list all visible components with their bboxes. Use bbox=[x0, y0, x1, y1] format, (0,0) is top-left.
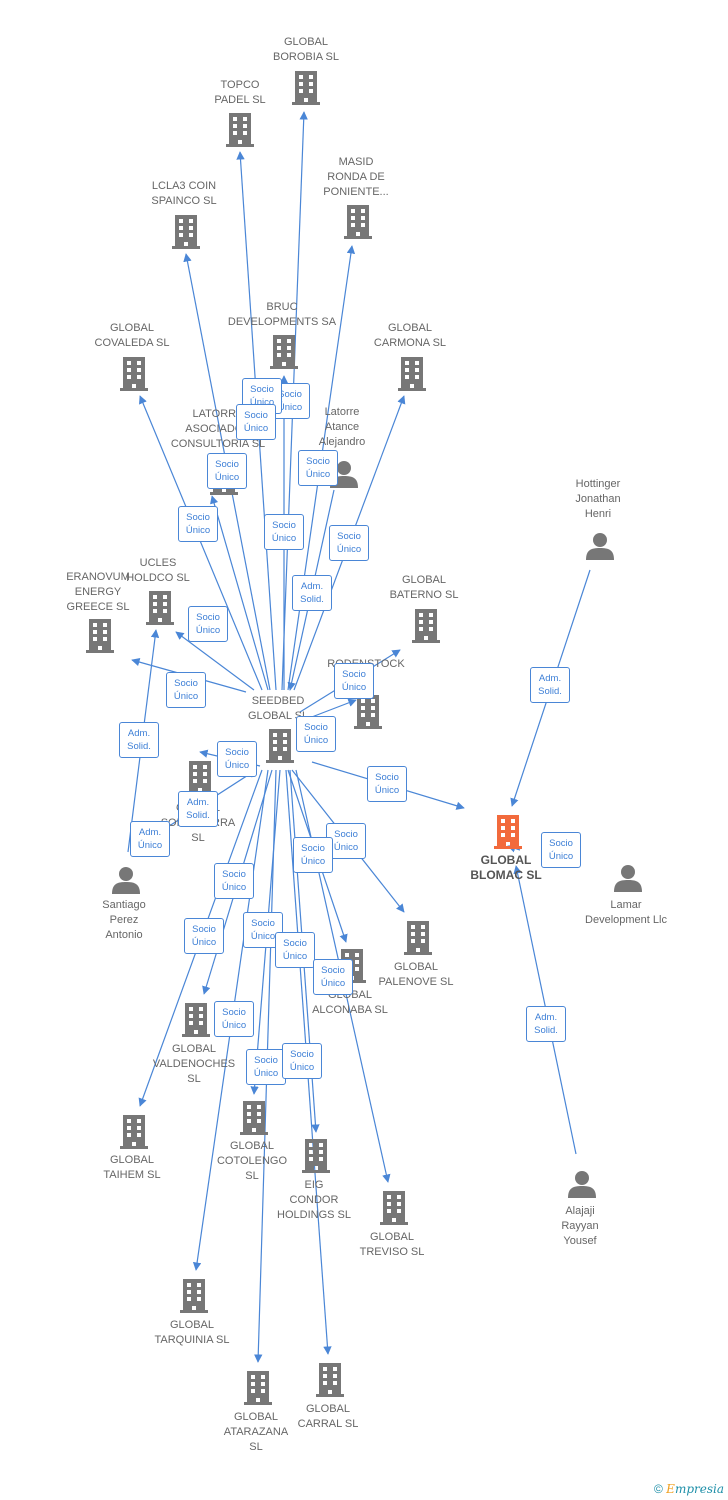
person-icon-alajaji[interactable] bbox=[568, 1171, 596, 1198]
relation-badge-seedbed-cotolengo[interactable]: Socio Único bbox=[243, 912, 283, 948]
relation-badge-santiago-somosierra[interactable]: Adm. Único bbox=[130, 821, 170, 857]
relation-badge-alajaji-blomac[interactable]: Adm. Solid. bbox=[526, 1006, 566, 1042]
node-label-eig[interactable]: EIG CONDOR HOLDINGS SL bbox=[277, 1179, 351, 1221]
building-icon-bruc[interactable] bbox=[270, 335, 298, 369]
relation-badge-seedbed-lcla3[interactable]: Socio Único bbox=[236, 404, 276, 440]
relation-badge-seedbed-treviso[interactable]: Socio Único bbox=[313, 959, 353, 995]
relation-badge-seedbed-covaleda[interactable]: Socio Único bbox=[178, 506, 218, 542]
relation-badge-seedbed-masid[interactable]: Socio Único bbox=[298, 450, 338, 486]
node-label-latorre_p[interactable]: Latorre Atance Alejandro bbox=[318, 406, 366, 448]
person-icon-hottinger[interactable] bbox=[586, 533, 614, 560]
node-label-ucles[interactable]: UCLES HOLDCO SL bbox=[126, 557, 190, 584]
building-icon-eranovum[interactable] bbox=[86, 619, 114, 653]
relation-badge-seedbed-bruc[interactable]: Socio Único bbox=[264, 514, 304, 550]
node-label-alconaba[interactable]: GLOBAL ALCONABA SL bbox=[312, 989, 388, 1016]
building-icon-treviso[interactable] bbox=[380, 1191, 408, 1225]
relation-badge-seedbed-taihem[interactable]: Socio Único bbox=[184, 918, 224, 954]
person-icon-santiago[interactable] bbox=[112, 867, 140, 894]
relation-badge-seedbed-alconaba[interactable]: Socio Único bbox=[293, 837, 333, 873]
relation-badge-santiago-ucles[interactable]: Adm. Solid. bbox=[119, 722, 159, 758]
relation-badge-seedbed-valdenoches[interactable]: Socio Único bbox=[214, 863, 254, 899]
building-icon-rodenstock[interactable] bbox=[354, 695, 382, 729]
node-label-carmona[interactable]: GLOBAL CARMONA SL bbox=[373, 322, 447, 349]
building-icon-somosierra[interactable] bbox=[186, 761, 214, 795]
relation-badge-seedbed-ucles[interactable]: Socio Único bbox=[188, 606, 228, 642]
node-label-atarazana[interactable]: GLOBAL ATARAZANA SL bbox=[223, 1411, 289, 1453]
building-icon-tarquinia[interactable] bbox=[180, 1279, 208, 1313]
node-label-tarquinia[interactable]: GLOBAL TARQUINIA SL bbox=[154, 1319, 230, 1346]
node-label-blomac[interactable]: GLOBAL BLOMAC SL bbox=[470, 853, 542, 882]
node-label-valdenoches[interactable]: GLOBAL VALDENOCHES SL bbox=[152, 1043, 236, 1085]
building-icon-blomac[interactable] bbox=[494, 815, 522, 849]
node-label-topco[interactable]: TOPCO PADEL SL bbox=[214, 79, 266, 106]
node-label-cotolengo[interactable]: GLOBAL COTOLENGO SL bbox=[216, 1140, 288, 1182]
building-icon-seedbed[interactable] bbox=[266, 729, 294, 763]
relation-badge-seedbed-baterno[interactable]: Socio Único bbox=[334, 663, 374, 699]
building-icon-lcla3[interactable] bbox=[172, 215, 200, 249]
relation-badge-lamar-blomac[interactable]: Socio Único bbox=[541, 832, 581, 868]
building-icon-covaleda[interactable] bbox=[120, 357, 148, 391]
relation-badge-seedbed-eranovum[interactable]: Socio Único bbox=[166, 672, 206, 708]
building-icon-carmona[interactable] bbox=[398, 357, 426, 391]
node-label-baterno[interactable]: GLOBAL BATERNO SL bbox=[389, 574, 459, 601]
building-icon-valdenoches[interactable] bbox=[182, 1003, 210, 1037]
building-icon-topco[interactable] bbox=[226, 113, 254, 147]
relation-badge-hottinger-blomac[interactable]: Adm. Solid. bbox=[530, 667, 570, 703]
copyright-notice: © Empresia bbox=[654, 1482, 724, 1496]
node-label-treviso[interactable]: GLOBAL TREVISO SL bbox=[359, 1231, 425, 1258]
building-icon-baterno[interactable] bbox=[412, 609, 440, 643]
building-icon-atarazana[interactable] bbox=[244, 1371, 272, 1405]
relation-badge-seedbed-latorre_ac[interactable]: Socio Único bbox=[207, 453, 247, 489]
node-label-lcla3[interactable]: LCLA3 COIN SPAINCO SL bbox=[151, 180, 217, 207]
node-label-covaleda[interactable]: GLOBAL COVALEDA SL bbox=[94, 322, 170, 349]
node-label-alajaji[interactable]: Alajaji Rayyan Yousef bbox=[561, 1205, 599, 1247]
relation-badge-latorre_p-seedbed[interactable]: Adm. Solid. bbox=[292, 575, 332, 611]
relation-badge-seedbed-carral[interactable]: Socio Único bbox=[282, 1043, 322, 1079]
node-label-eranovum[interactable]: ERANOVUM ENERGY GREECE SL bbox=[66, 571, 130, 613]
node-label-masid[interactable]: MASID RONDA DE PONIENTE... bbox=[323, 156, 389, 198]
relation-badge-seedbed-blomac[interactable]: Socio Único bbox=[367, 766, 407, 802]
node-label-latorre_ac[interactable]: LATORRE ASOCIADOS CONSULTORIA SL bbox=[170, 408, 266, 450]
node-label-lamar[interactable]: Lamar Development Llc bbox=[585, 899, 667, 926]
relation-badge-seedbed-rodenstock[interactable]: Socio Único bbox=[296, 716, 336, 752]
edge-seedbed-covaleda bbox=[139, 395, 263, 691]
relation-badge-seedbed-eig[interactable]: Socio Único bbox=[275, 932, 315, 968]
relation-badge-seedbed-tarquinia[interactable]: Socio Único bbox=[214, 1001, 254, 1037]
building-icon-taihem[interactable] bbox=[120, 1115, 148, 1149]
building-icon-cotolengo[interactable] bbox=[240, 1101, 268, 1135]
copyright-symbol: © bbox=[653, 1482, 663, 1496]
node-label-palenove[interactable]: GLOBAL PALENOVE SL bbox=[378, 961, 454, 988]
node-label-carral[interactable]: GLOBAL CARRAL SL bbox=[297, 1403, 359, 1430]
relation-badge-seedbed-carmona[interactable]: Socio Único bbox=[329, 525, 369, 561]
node-label-hottinger[interactable]: Hottinger Jonathan Henri bbox=[575, 478, 621, 520]
relation-badge-seedbed-somosierra[interactable]: Socio Único bbox=[217, 741, 257, 777]
node-label-bruc[interactable]: BRUC DEVELOPMENTS SA bbox=[227, 301, 337, 328]
relation-badge-seedbed-atarazana[interactable]: Socio Único bbox=[246, 1049, 286, 1085]
node-label-taihem[interactable]: GLOBAL TAIHEM SL bbox=[103, 1154, 161, 1181]
node-label-borobia[interactable]: GLOBAL BOROBIA SL bbox=[272, 36, 340, 63]
building-icon-palenove[interactable] bbox=[404, 921, 432, 955]
person-icon-lamar[interactable] bbox=[614, 865, 642, 892]
building-icon-carral[interactable] bbox=[316, 1363, 344, 1397]
empresia-logo[interactable]: Empresia bbox=[666, 1482, 724, 1496]
building-icon-masid[interactable] bbox=[344, 205, 372, 239]
relation-badge-santiago-seedbed[interactable]: Adm. Solid. bbox=[178, 791, 218, 827]
node-label-santiago[interactable]: Santiago Perez Antonio bbox=[102, 899, 146, 941]
edge-seedbed-latorre_ac bbox=[210, 495, 269, 691]
